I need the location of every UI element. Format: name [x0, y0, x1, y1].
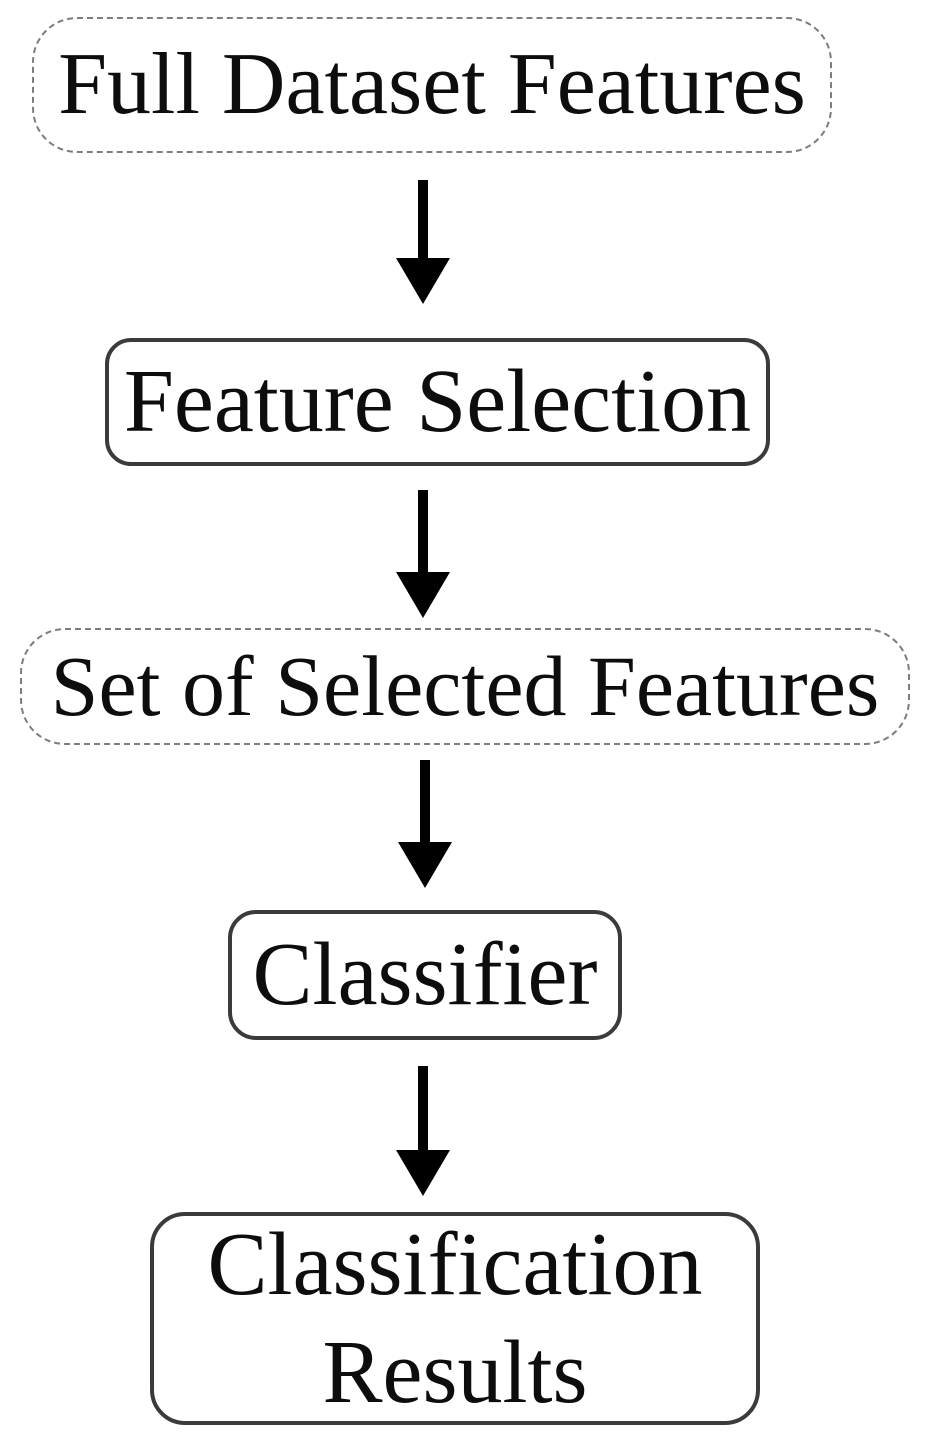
arrow-down-icon: [396, 490, 450, 618]
node-label: Classifier: [252, 925, 598, 1024]
node-full-dataset-features: Full Dataset Features: [32, 17, 832, 153]
node-set-of-selected-features: Set of Selected Features: [20, 628, 910, 745]
node-label: Classification Results: [207, 1214, 703, 1422]
arrow-down-icon: [398, 760, 452, 888]
node-feature-selection: Feature Selection: [105, 338, 770, 466]
node-classification-results: Classification Results: [150, 1212, 760, 1425]
arrow-down-icon: [396, 1066, 450, 1196]
node-label: Set of Selected Features: [50, 637, 880, 734]
node-label: Feature Selection: [123, 352, 752, 451]
node-label: Full Dataset Features: [58, 36, 806, 134]
node-classifier: Classifier: [228, 910, 622, 1040]
arrow-down-icon: [396, 180, 450, 304]
